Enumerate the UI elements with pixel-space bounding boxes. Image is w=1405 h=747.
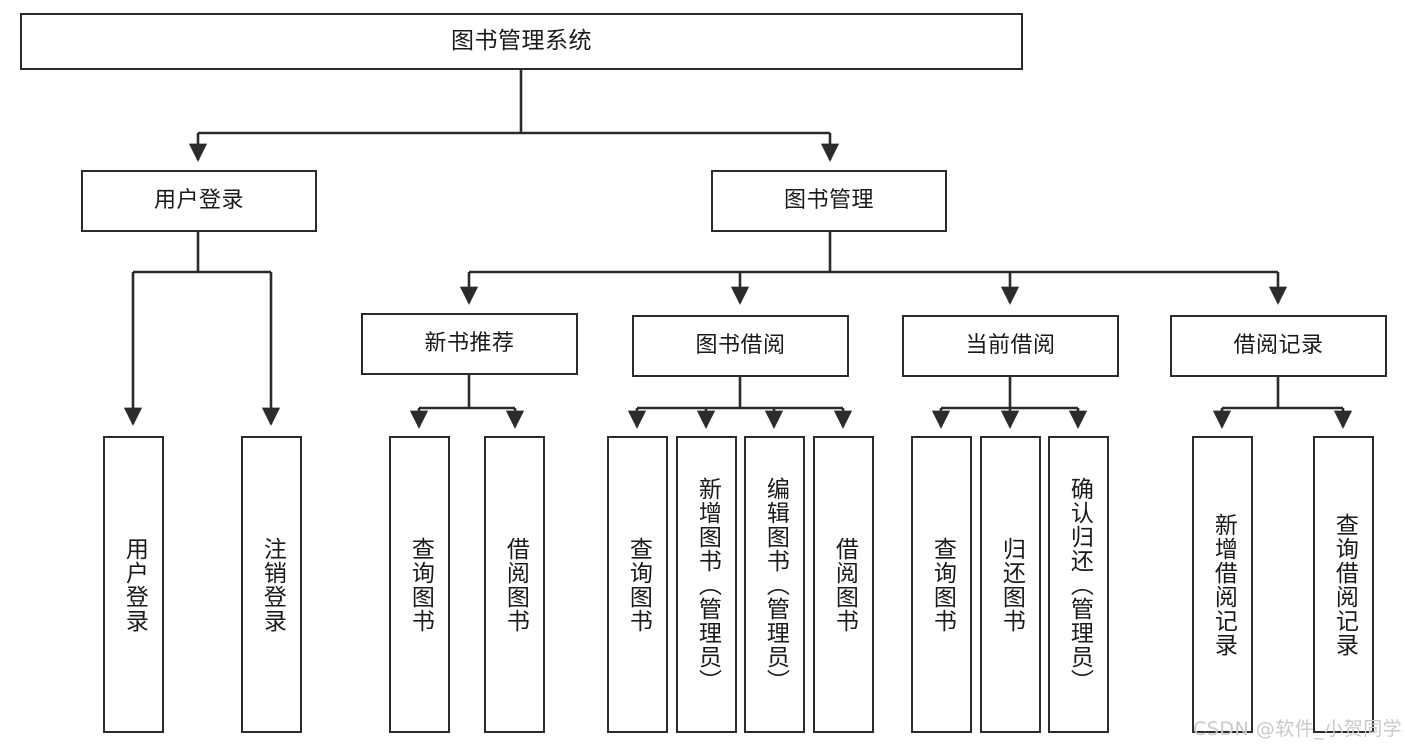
node-user-login-label: 用户登录 [153,188,244,213]
node-new-book-recommend-label: 新书推荐 [424,331,515,356]
node-user-login[interactable]: 用户登录 [81,170,317,232]
node-book-management[interactable]: 图书管理 [711,170,947,232]
node-leaf-borrow-book-2[interactable]: 借阅图书 [813,436,874,733]
node-new-book-recommend[interactable]: 新书推荐 [361,313,578,375]
node-current-borrow-label: 当前借阅 [965,333,1056,358]
node-leaf-borrow-book-1[interactable]: 借阅图书 [484,436,545,733]
node-leaf-user-login-label: 用户登录 [121,536,148,633]
node-leaf-confirm-return[interactable]: 确认归还（管理员） [1048,436,1109,733]
node-borrow-record-label: 借阅记录 [1233,333,1324,358]
node-leaf-add-record-label: 新增借阅记录 [1210,512,1237,657]
node-leaf-query-record-label: 查询借阅记录 [1331,512,1358,657]
node-leaf-query-record[interactable]: 查询借阅记录 [1313,436,1374,733]
node-leaf-user-login[interactable]: 用户登录 [103,436,164,733]
node-leaf-add-book-label: 新增图书（管理员） [694,476,721,693]
node-leaf-query-book-3-label: 查询图书 [929,536,956,633]
node-current-borrow[interactable]: 当前借阅 [902,315,1119,377]
node-leaf-edit-book[interactable]: 编辑图书（管理员） [744,436,805,733]
node-leaf-logout-login[interactable]: 注销登录 [241,436,302,733]
node-leaf-logout-login-label: 注销登录 [259,536,286,633]
node-leaf-borrow-book-1-label: 借阅图书 [502,536,529,633]
node-leaf-query-book-1-label: 查询图书 [407,536,434,633]
node-leaf-add-record[interactable]: 新增借阅记录 [1192,436,1253,733]
node-leaf-return-book[interactable]: 归还图书 [980,436,1041,733]
node-root[interactable]: 图书管理系统 [20,13,1023,70]
node-root-label: 图书管理系统 [451,28,592,54]
node-leaf-return-book-label: 归还图书 [998,536,1025,633]
node-leaf-query-book-2[interactable]: 查询图书 [607,436,668,733]
node-leaf-query-book-3[interactable]: 查询图书 [911,436,972,733]
node-borrow-record[interactable]: 借阅记录 [1170,315,1387,377]
csdn-watermark: CSDN @软件_小贺同学 [1193,718,1403,740]
node-leaf-edit-book-label: 编辑图书（管理员） [762,476,789,693]
node-leaf-query-book-2-label: 查询图书 [625,536,652,633]
node-book-borrow-label: 图书借阅 [695,333,786,358]
node-leaf-borrow-book-2-label: 借阅图书 [831,536,858,633]
node-book-borrow[interactable]: 图书借阅 [632,315,849,377]
node-leaf-add-book[interactable]: 新增图书（管理员） [676,436,737,733]
node-leaf-query-book-1[interactable]: 查询图书 [389,436,450,733]
node-book-management-label: 图书管理 [783,188,874,213]
node-leaf-confirm-return-label: 确认归还（管理员） [1066,476,1093,693]
